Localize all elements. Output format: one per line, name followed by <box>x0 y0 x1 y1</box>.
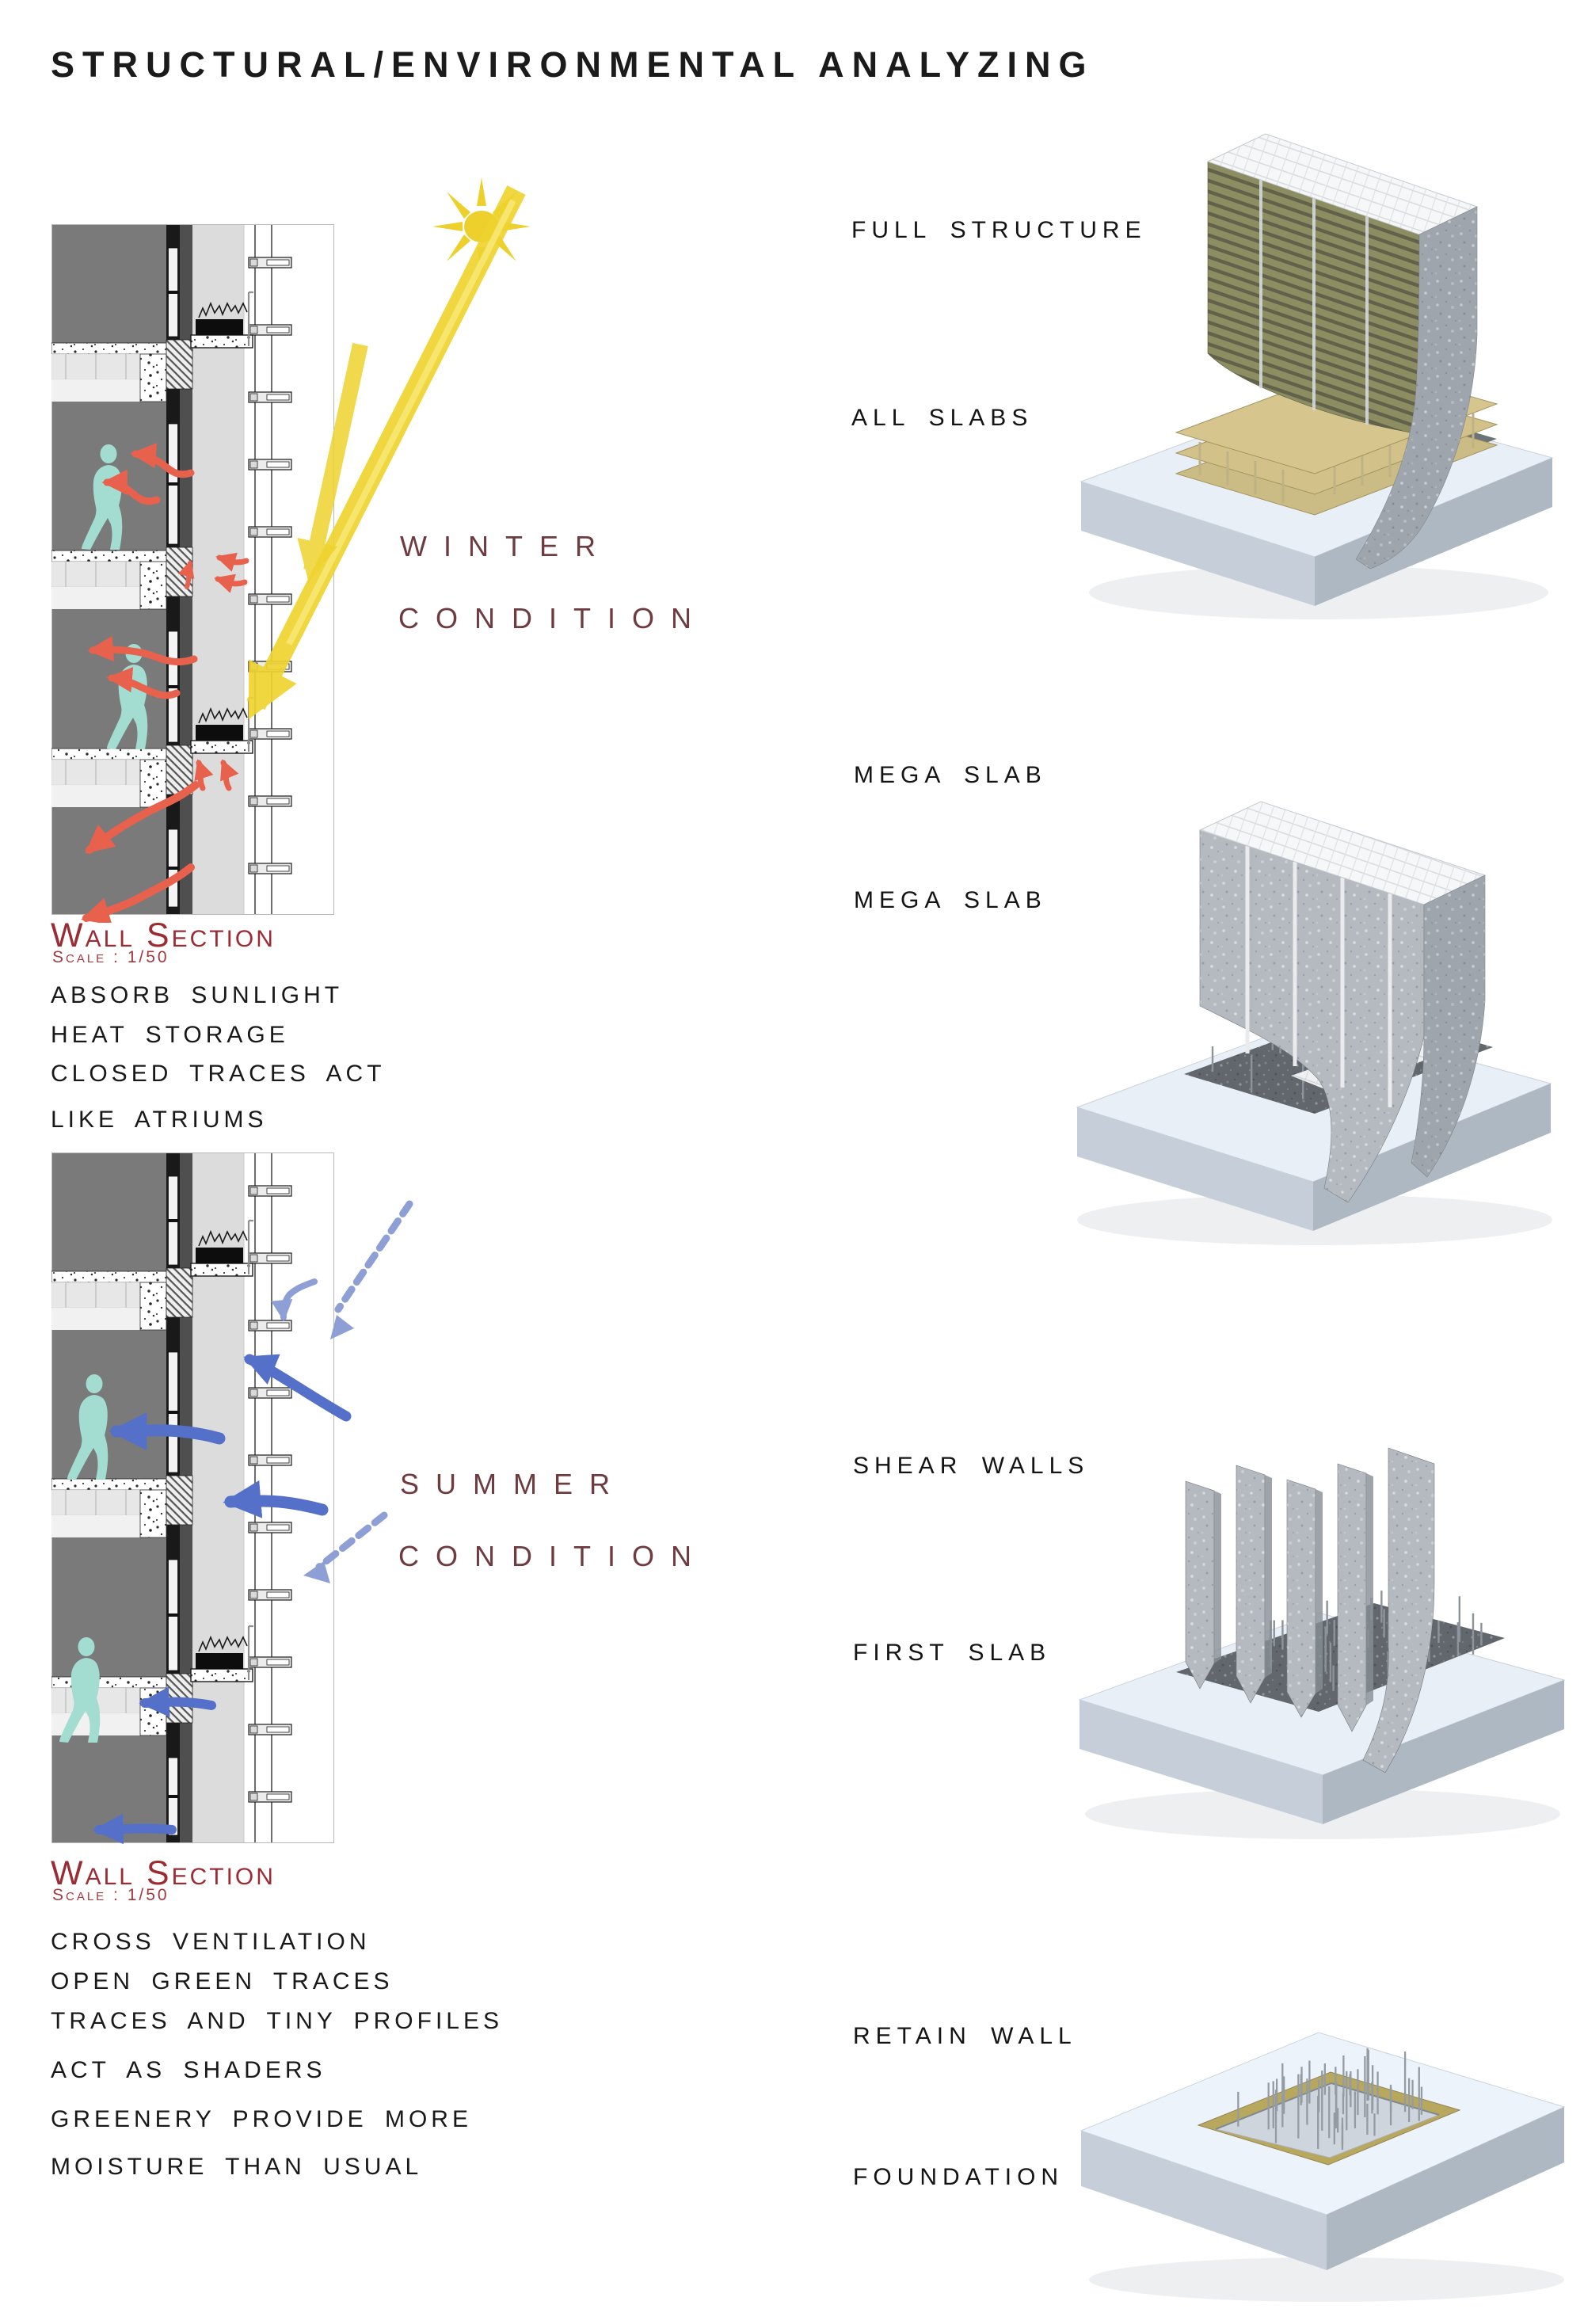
summer-note: GREENERY PROVIDE MORE <box>51 2106 472 2132</box>
winter-wall-section-scale: Scale : 1/50 <box>52 948 169 966</box>
airflow-dashed-arrowhead <box>330 1315 354 1339</box>
summer-condition-line1: SUMMER <box>400 1468 626 1500</box>
summer-note: OPEN GREEN TRACES <box>51 1968 394 1994</box>
render-shear-walls <box>1078 1447 1566 1839</box>
step-label-retain-wall: RETAIN WALL <box>853 2023 1077 2049</box>
step-label-mega-slab-1: MEGA SLAB <box>854 762 1047 788</box>
winter-note: CLOSED TRACES ACT <box>51 1061 386 1087</box>
summer-note: MOISTURE THAN USUAL <box>51 2154 423 2180</box>
summer-wall-section-title: Wall Section <box>51 1854 276 1892</box>
winter-wall-section-figure <box>51 185 526 923</box>
winter-note: HEAT STORAGE <box>51 1022 289 1048</box>
winter-condition-line2: CONDITION <box>398 602 708 634</box>
step-label-foundation: FOUNDATION <box>853 2164 1064 2190</box>
step-label-shear-walls: SHEAR WALLS <box>853 1453 1090 1479</box>
summer-condition-line2: CONDITION <box>398 1540 708 1572</box>
heat-flow-arrows <box>81 443 249 923</box>
step-label-mega-slab-2: MEGA SLAB <box>854 887 1047 913</box>
wall-section-drawing <box>51 225 334 915</box>
winter-note: LIKE ATRIUMS <box>51 1107 268 1133</box>
step-label-full-structure: FULL STRUCTURE <box>851 217 1147 243</box>
summer-note: CROSS VENTILATION <box>51 1929 371 1955</box>
render-full-structure <box>1079 133 1554 619</box>
summer-wall-section-figure <box>51 1150 413 1863</box>
render-mega-slab <box>1076 801 1552 1245</box>
rebar-pins <box>1237 2048 1423 2151</box>
shear-wall-fins <box>1185 1447 1435 1773</box>
summer-wall-section-scale: Scale : 1/50 <box>52 1886 169 1904</box>
winter-condition-line1: WINTER <box>400 530 612 562</box>
step-label-all-slabs: ALL SLABS <box>851 405 1034 431</box>
step-label-first-slab: FIRST SLAB <box>853 1640 1052 1666</box>
page-title: STRUCTURAL/ENVIRONMENTAL ANALYZING <box>51 44 1095 85</box>
airflow-dashed-arrows <box>271 1200 413 1571</box>
summer-note: TRACES AND TINY PROFILES <box>51 2008 503 2034</box>
render-foundation <box>1079 2032 1566 2302</box>
airflow-dashed-arrowhead <box>303 1561 330 1583</box>
winter-note: ABSORB SUNLIGHT <box>51 982 344 1008</box>
winter-wall-section-title: Wall Section <box>51 916 276 954</box>
airflow-arrows <box>93 1354 352 1845</box>
sunlight-ray-arrows <box>246 185 526 720</box>
tower-shear-wall <box>1355 206 1478 570</box>
mega-slab-wall <box>1199 829 1425 1203</box>
summer-note: ACT AS SHADERS <box>51 2057 326 2083</box>
